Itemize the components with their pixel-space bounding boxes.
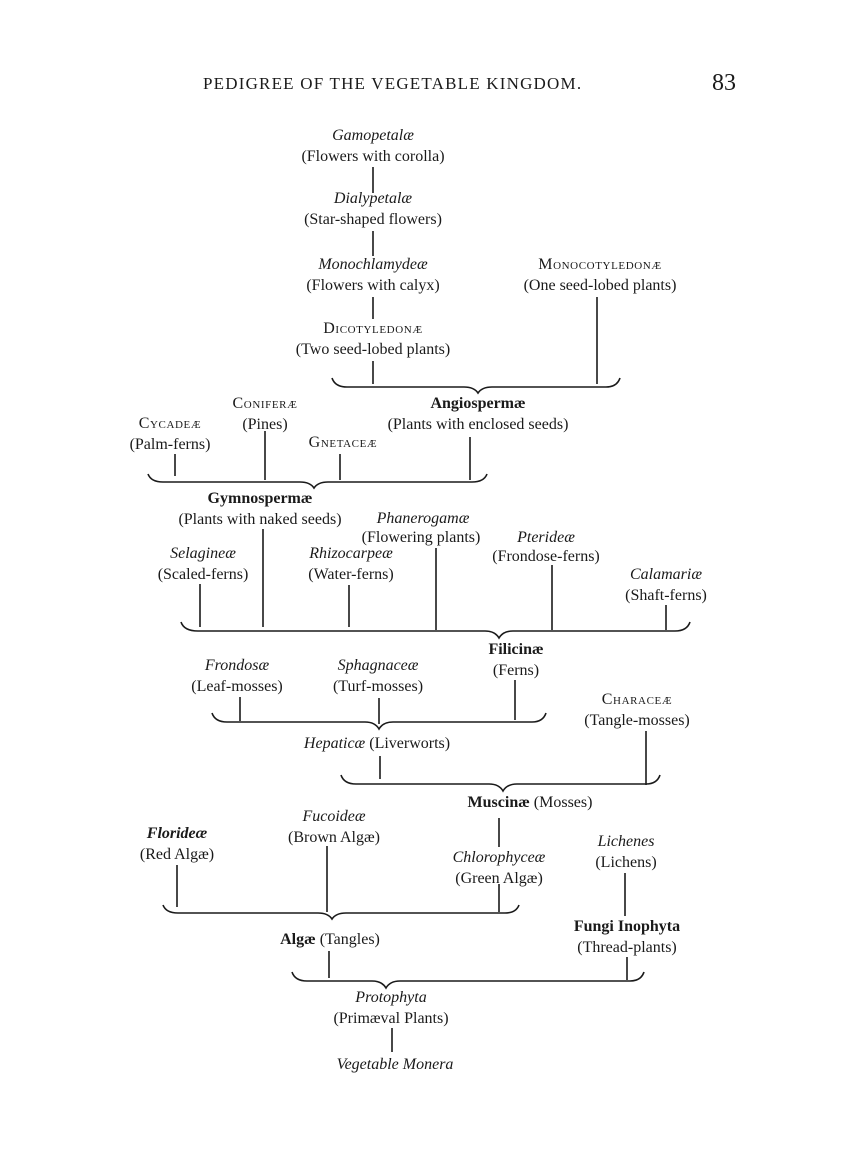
node-angiospermae: Angiospermæ (Plants with enclosed seeds) xyxy=(363,393,593,435)
node-gamopetalae: Gamopetalæ (Flowers with corolla) xyxy=(293,125,453,167)
node-name: Dialypetalæ xyxy=(333,190,413,207)
node-gnetaceae: Gnetaceæ xyxy=(293,432,393,453)
node-desc: (Scaled-ferns) xyxy=(157,566,249,583)
node-desc: (Flowers with corolla) xyxy=(301,148,445,165)
node-sphagnaceae: Sphagnaceæ (Turf-mosses) xyxy=(316,655,440,697)
node-desc: (Water-ferns) xyxy=(308,566,394,583)
node-desc: (Star-shaped flowers) xyxy=(304,211,442,228)
node-name: Frondosæ xyxy=(204,657,270,674)
node-desc: (One seed-lobed plants) xyxy=(523,277,677,294)
node-name: Muscinæ xyxy=(467,794,530,811)
node-desc: (Liverworts) xyxy=(369,735,451,752)
node-name: Fucoideæ xyxy=(302,808,366,825)
node-name: Filicinæ xyxy=(488,641,544,658)
node-pterideae-desc: (Frondose-ferns) xyxy=(476,546,616,567)
node-name: Dicotyledonæ xyxy=(323,320,423,337)
node-cycadeae: Cycadeæ (Palm-ferns) xyxy=(115,413,225,455)
node-name: Lichenes xyxy=(597,833,655,850)
node-dicotyledonae: Dicotyledonæ (Two seed-lobed plants) xyxy=(278,318,468,360)
node-muscinae: Muscinæ (Mosses) xyxy=(450,792,610,813)
node-calamariae: Calamariæ (Shaft-ferns) xyxy=(608,564,724,606)
node-phanerogamae-name: Phanerogamæ xyxy=(373,508,473,529)
node-name: Rhizocarpeæ xyxy=(309,545,393,562)
node-name: Pterideæ xyxy=(517,529,575,546)
node-filicinae: Filicinæ (Ferns) xyxy=(471,639,561,681)
node-fungi: Fungi Inophyta (Thread-plants) xyxy=(554,916,700,958)
node-dialypetalae: Dialypetalæ (Star-shaped flowers) xyxy=(283,188,463,230)
node-desc: (Two seed-lobed plants) xyxy=(295,341,451,358)
node-pterideae-name: Pterideæ xyxy=(506,527,586,548)
node-desc: (Plants with naked seeds) xyxy=(178,511,342,528)
node-name: Florideæ xyxy=(146,825,208,842)
node-name: Selagineæ xyxy=(170,545,236,562)
node-desc: (Tangle-mosses) xyxy=(584,712,690,729)
node-desc: (Thread-plants) xyxy=(577,939,677,956)
node-algae: Algæ (Tangles) xyxy=(250,929,410,950)
node-name: Vegetable Monera xyxy=(336,1056,454,1073)
node-selagineae: Selagineæ (Scaled-ferns) xyxy=(143,543,263,585)
node-fucoideae: Fucoideæ (Brown Algæ) xyxy=(272,806,396,848)
node-name: Coniferæ xyxy=(232,395,298,412)
node-gymnospermae: Gymnospermæ (Plants with naked seeds) xyxy=(150,488,370,530)
node-desc: (Leaf-mosses) xyxy=(191,678,283,695)
node-name: Protophyta xyxy=(355,989,427,1006)
node-characeae: Characeæ (Tangle-mosses) xyxy=(567,689,707,731)
running-head: PEDIGREE OF THE VEGETABLE KINGDOM. xyxy=(203,74,583,93)
node-desc: (Shaft-ferns) xyxy=(625,587,707,604)
node-name: Sphagnaceæ xyxy=(337,657,419,674)
node-desc: (Mosses) xyxy=(533,794,593,811)
node-frondosae: Frondosæ (Leaf-mosses) xyxy=(177,655,297,697)
node-name: Hepaticæ xyxy=(303,735,366,752)
node-name: Phanerogamæ xyxy=(376,510,470,527)
node-hepaticae: Hepaticæ (Liverworts) xyxy=(282,733,472,754)
node-lichenes: Lichenes (Lichens) xyxy=(576,831,676,873)
node-desc: (Green Algæ) xyxy=(455,870,543,887)
node-monochlamydeae: Monochlamydeæ (Flowers with calyx) xyxy=(283,254,463,296)
node-florideae: Florideæ (Red Algæ) xyxy=(125,823,229,865)
node-name: Characeæ xyxy=(601,691,673,708)
node-desc: (Primæval Plants) xyxy=(333,1010,449,1027)
node-desc: (Frondose-ferns) xyxy=(492,548,600,565)
node-monocotyledonae: Monocotyledonæ (One seed-lobed plants) xyxy=(500,254,700,296)
node-vegetable-monera: Vegetable Monera xyxy=(310,1054,480,1075)
node-name: Cycadeæ xyxy=(138,415,202,432)
node-desc: (Tangles) xyxy=(319,931,380,948)
node-name: Monocotyledonæ xyxy=(538,256,662,273)
node-name: Chlorophyceæ xyxy=(452,849,546,866)
node-desc: (Palm-ferns) xyxy=(129,436,211,453)
node-name: Angiospermæ xyxy=(430,395,526,412)
node-desc: (Pines) xyxy=(242,416,288,433)
node-name: Gymnospermæ xyxy=(207,490,313,507)
node-protophyta: Protophyta (Primæval Plants) xyxy=(306,987,476,1029)
node-name: Fungi Inophyta xyxy=(573,918,681,935)
node-desc: (Red Algæ) xyxy=(139,846,215,863)
node-name: Monochlamydeæ xyxy=(318,256,428,273)
node-desc: (Brown Algæ) xyxy=(288,829,380,846)
node-desc: (Flowering plants) xyxy=(361,529,481,546)
node-desc: (Turf-mosses) xyxy=(332,678,424,695)
node-desc: (Plants with enclosed seeds) xyxy=(387,416,569,433)
node-phanerogamae-desc: (Flowering plants) xyxy=(341,527,501,548)
node-desc: (Lichens) xyxy=(595,854,657,871)
node-name: Algæ xyxy=(280,931,316,948)
node-name: Gnetaceæ xyxy=(308,434,378,451)
node-name: Gamopetalæ xyxy=(332,127,414,144)
node-chlorophyceae: Chlorophyceæ (Green Algæ) xyxy=(434,847,564,889)
node-desc: (Ferns) xyxy=(492,662,540,679)
node-rhizocarpeae: Rhizocarpeæ (Water-ferns) xyxy=(291,543,411,585)
node-name: Calamariæ xyxy=(629,566,702,583)
node-desc: (Flowers with calyx) xyxy=(306,277,440,294)
page-number: 83 xyxy=(712,70,736,96)
node-coniferae: Coniferæ (Pines) xyxy=(220,393,310,435)
